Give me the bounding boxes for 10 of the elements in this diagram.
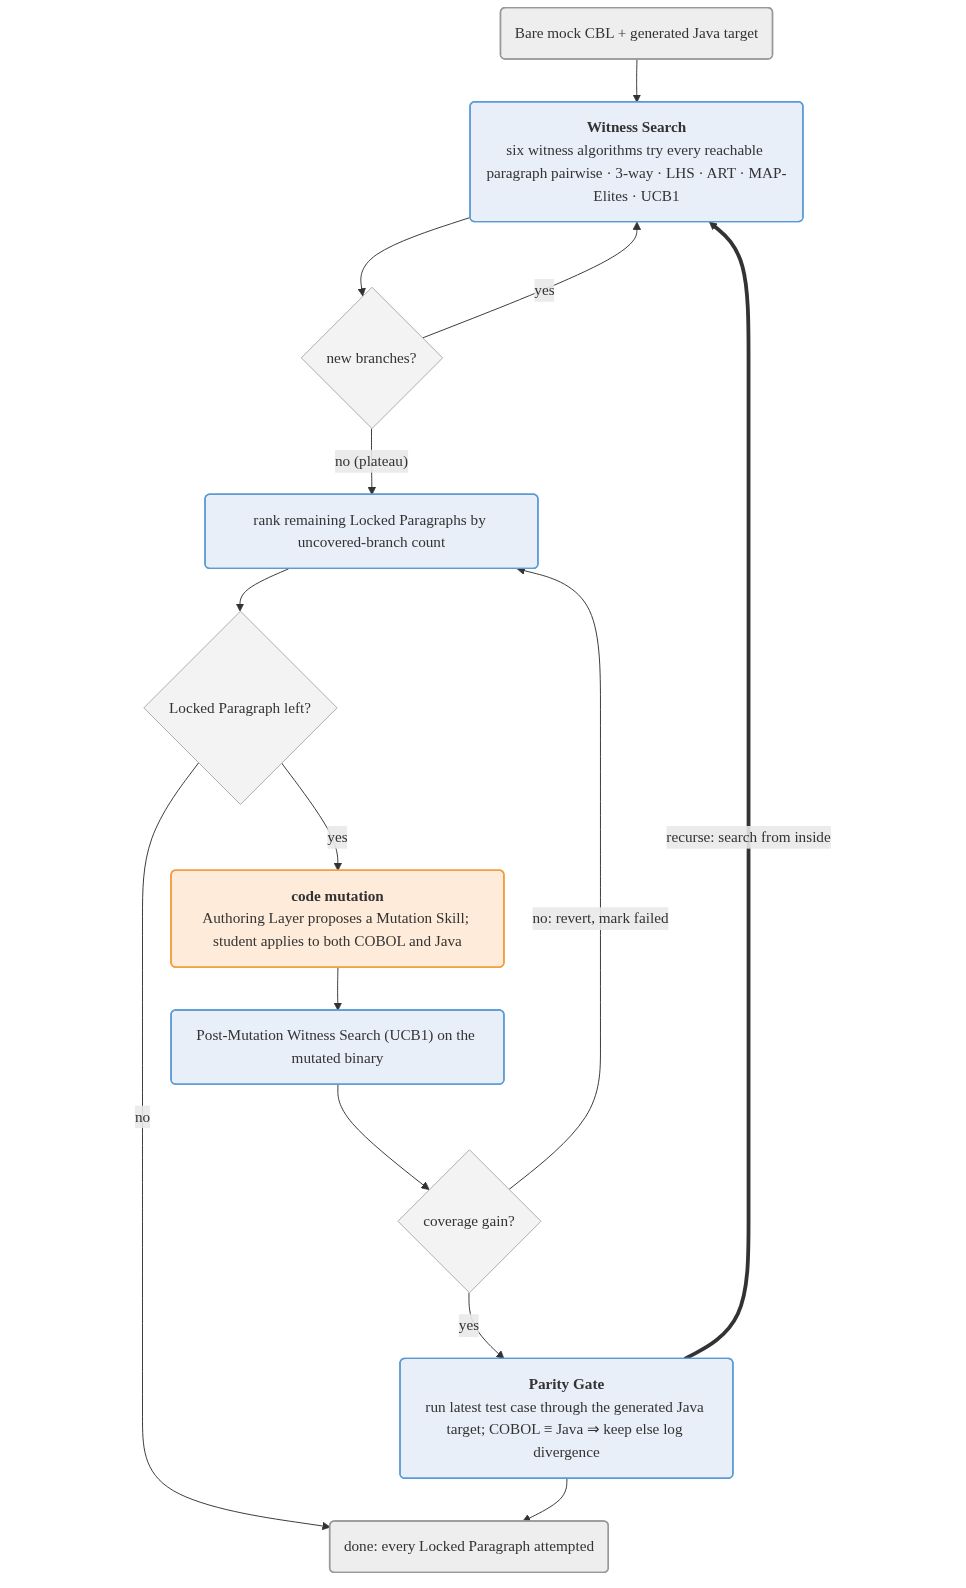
edge-label: yes: [459, 1317, 480, 1334]
node-diamond: Locked Paragraph left?: [143, 610, 338, 805]
edge-label: no: [135, 1108, 151, 1125]
edge-label: no: revert, mark failed: [532, 910, 669, 927]
edge-label: no (plateau): [335, 452, 409, 469]
node-diamond: new branches?: [301, 286, 444, 430]
edge-label: yes: [534, 281, 555, 298]
edge-label: yes: [327, 828, 348, 845]
node-diamond: coverage gain?: [397, 1149, 542, 1294]
edge-label: recurse: search from inside: [666, 828, 831, 845]
